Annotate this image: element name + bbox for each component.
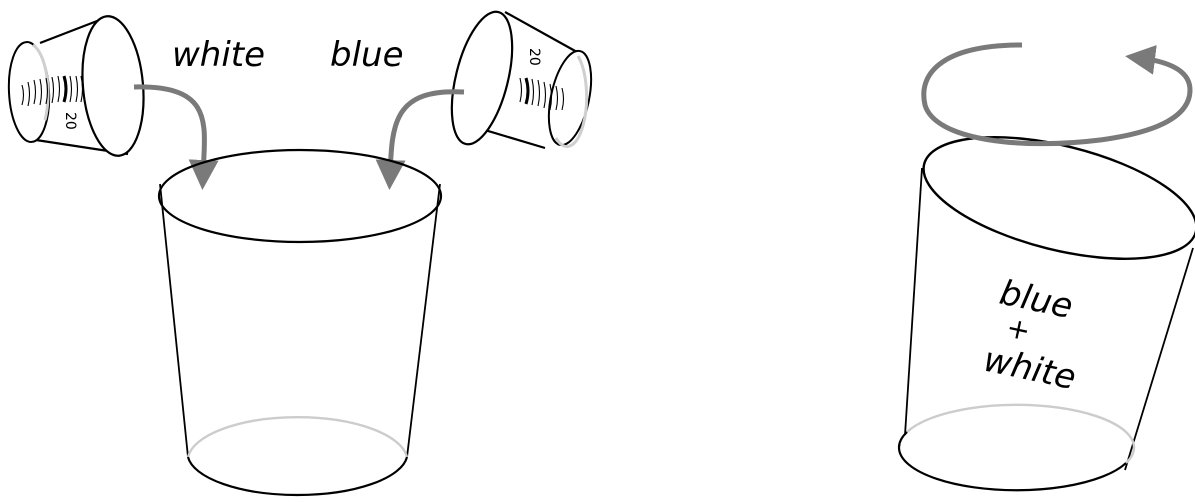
scale-ticks-right bbox=[519, 77, 565, 111]
scale-ticks bbox=[21, 75, 84, 107]
blue-label: blue bbox=[330, 35, 404, 75]
pour-arrow-right-icon bbox=[375, 89, 465, 190]
stir-arrow-icon bbox=[921, 42, 1193, 147]
mixed-paint-cup: blue + white bbox=[897, 136, 1195, 492]
empty-mixing-cup bbox=[157, 148, 443, 497]
right-cup-mark: 20 bbox=[526, 48, 542, 66]
pour-arrow-left-icon bbox=[133, 84, 219, 190]
left-cup-mark: 20 bbox=[62, 112, 78, 130]
mix-white-label: white bbox=[980, 340, 1079, 398]
right-measuring-cup: 20 bbox=[450, 10, 593, 150]
left-measuring-cup: 20 bbox=[7, 14, 145, 157]
white-label: white bbox=[172, 35, 265, 75]
mix-plus-label: + bbox=[1004, 311, 1034, 348]
